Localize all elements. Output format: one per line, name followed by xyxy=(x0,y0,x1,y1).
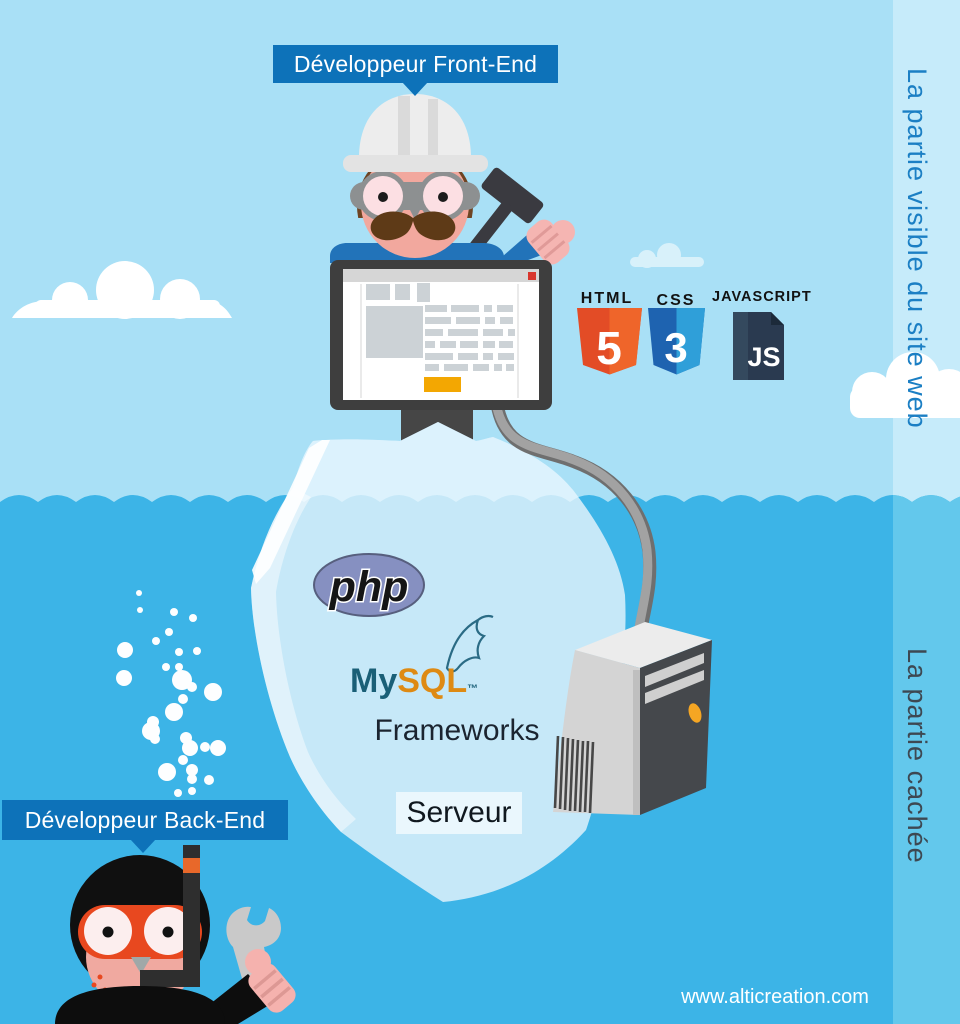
hard-hat-icon xyxy=(343,94,488,172)
html-caption: HTML xyxy=(580,290,634,307)
drive-bay xyxy=(645,670,704,704)
backend-banner-label: Développeur Back-End xyxy=(24,806,266,833)
glove-cuff xyxy=(526,219,575,265)
cloud-left xyxy=(12,261,232,319)
svg-text:MySQL™: MySQL™ xyxy=(350,662,478,700)
hidden-part-label: La partie cachée xyxy=(902,648,932,864)
bubbles xyxy=(116,590,226,797)
svg-text:JS: JS xyxy=(747,342,780,372)
cloud-small xyxy=(630,243,704,268)
javascript-logo: JS xyxy=(733,312,784,380)
serveur-label-text: Serveur xyxy=(406,796,512,829)
close-icon xyxy=(528,272,536,280)
power-button xyxy=(688,703,702,723)
javascript-caption: JAVASCRIPT xyxy=(712,289,812,305)
website-url: www.alticreation.com xyxy=(681,986,869,1008)
vent-slats xyxy=(553,735,595,814)
frameworks-label: Frameworks xyxy=(374,714,540,747)
dolphin-icon xyxy=(445,614,494,673)
visible-part-label: La partie visible du site web xyxy=(902,68,932,429)
goggles-icon xyxy=(350,171,480,221)
wireframe-button xyxy=(424,377,461,392)
css-caption: CSS xyxy=(656,292,696,309)
css3-logo: 3 xyxy=(648,308,705,375)
php-logo: php xyxy=(313,553,425,617)
monitor xyxy=(330,260,552,410)
dive-mask-icon xyxy=(78,905,202,959)
svg-text:php: php xyxy=(329,563,409,611)
drive-bay xyxy=(645,653,704,687)
frontend-banner-label: Développeur Front-End xyxy=(293,50,538,77)
server-tower xyxy=(553,622,712,815)
diver-body xyxy=(55,986,225,1024)
diver-glove-cuff xyxy=(248,963,296,1013)
svg-text:5: 5 xyxy=(596,322,622,374)
snorkel-icon xyxy=(140,845,200,987)
banner-pointer xyxy=(130,839,156,853)
iceberg xyxy=(251,422,626,902)
svg-text:3: 3 xyxy=(664,324,687,371)
backend-banner: Développeur Back-End xyxy=(2,800,288,853)
cable xyxy=(490,397,657,659)
wireframe-blocks xyxy=(366,283,515,371)
sky-side-strip xyxy=(893,0,960,502)
mysql-logo: MySQL™ xyxy=(350,614,494,700)
browser-titlebar xyxy=(343,269,539,282)
water-side-strip xyxy=(893,495,960,1024)
banner-pointer xyxy=(402,82,428,96)
iceberg-highlight-streak xyxy=(252,440,330,584)
mustache xyxy=(370,211,456,241)
serveur-label: Serveur xyxy=(396,792,522,834)
backend-developer xyxy=(55,845,296,1024)
hammer-icon xyxy=(469,167,544,253)
html5-logo: 5 xyxy=(577,308,642,375)
frontend-banner: Développeur Front-End xyxy=(273,45,558,96)
cloud-right xyxy=(850,352,960,418)
iceberg-highlight-band xyxy=(251,488,356,832)
diver-nose xyxy=(131,957,151,974)
frontend-developer xyxy=(330,94,575,265)
